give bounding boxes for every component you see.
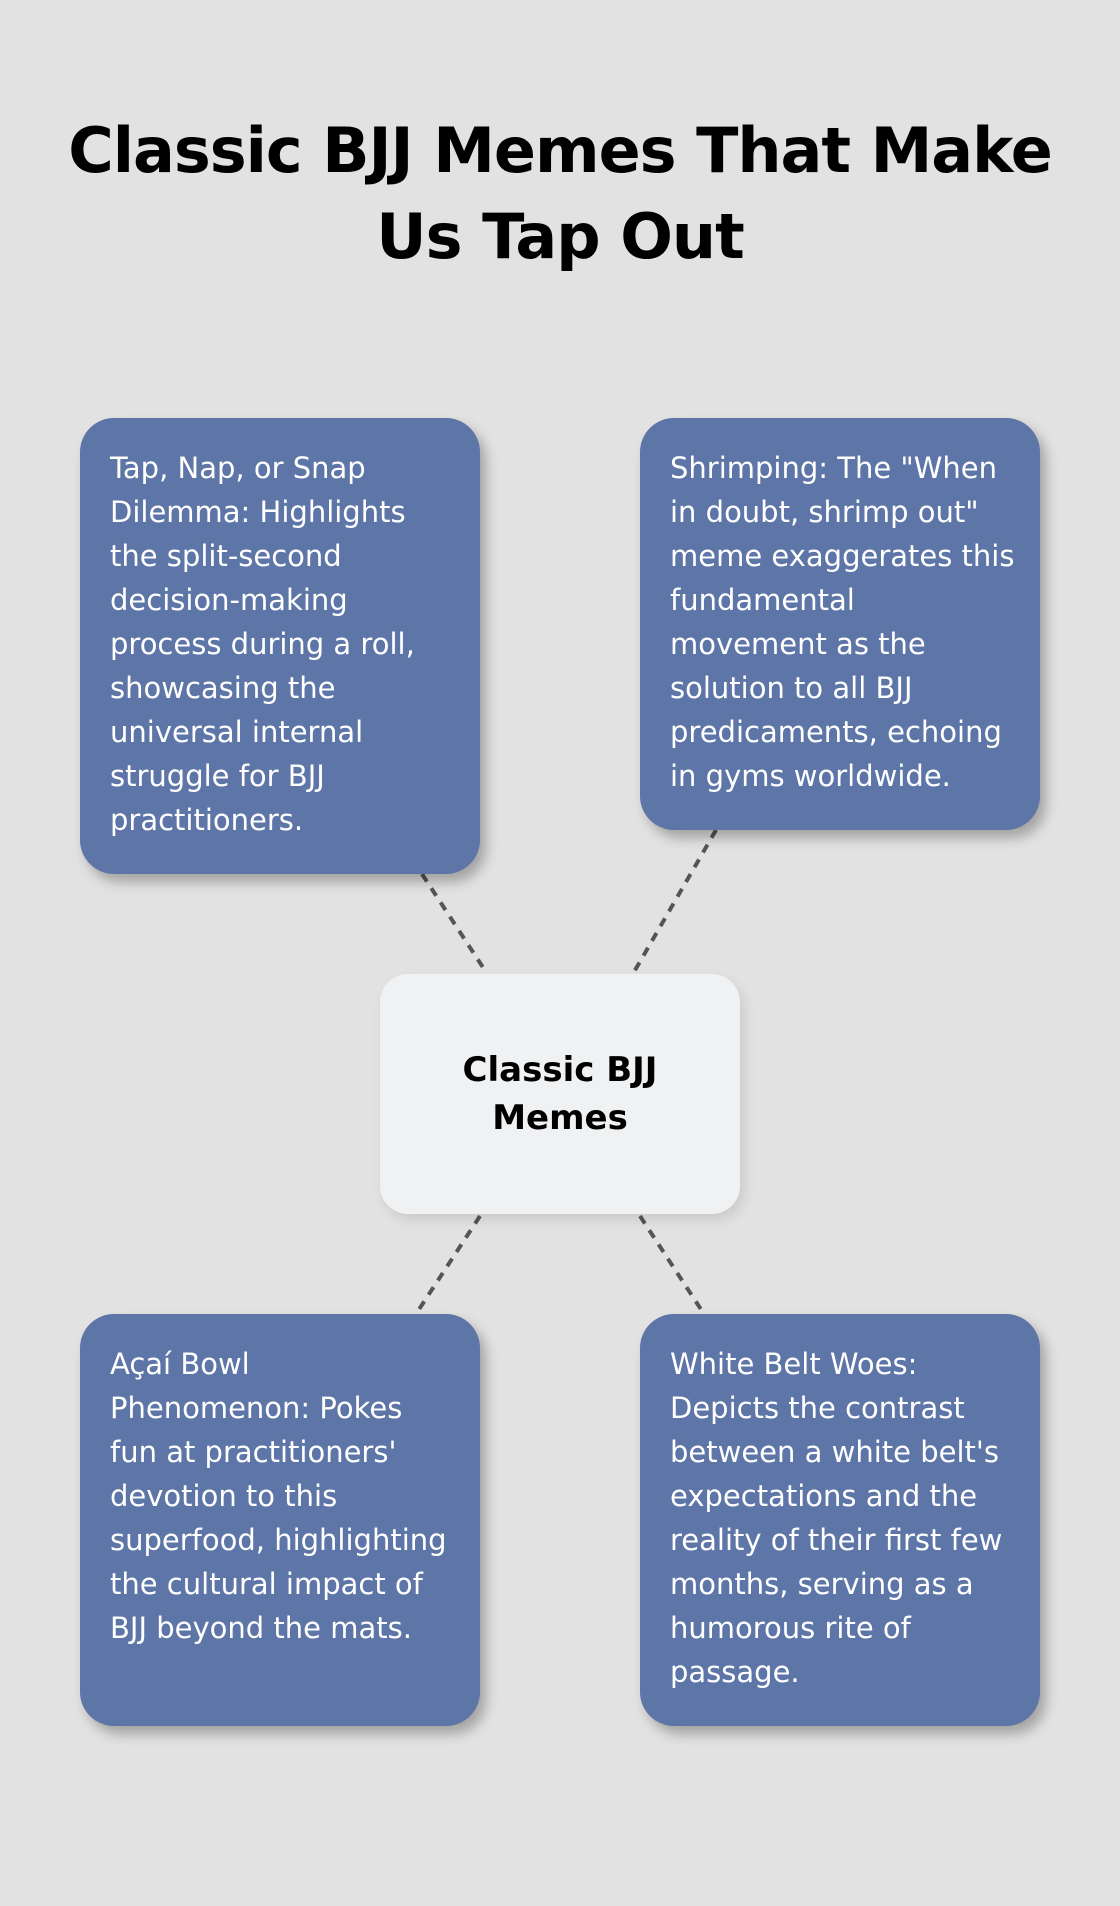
meme-card-text: Tap, Nap, or Snap Dilemma: Highlights th… bbox=[110, 451, 415, 837]
page-title: Classic BJJ Memes That Make Us Tap Out bbox=[68, 114, 1053, 273]
central-topic-node: Classic BJJ Memes bbox=[380, 974, 740, 1214]
meme-card-text: Açaí Bowl Phenomenon: Pokes fun at pract… bbox=[110, 1347, 447, 1645]
meme-card-text: Shrimping: The "When in doubt, shrimp ou… bbox=[670, 451, 1015, 793]
connector-line-bottom-left bbox=[414, 1214, 482, 1316]
meme-card-white-belt-woes: White Belt Woes: Depicts the contrast be… bbox=[640, 1314, 1040, 1726]
connector-line-bottom-right bbox=[638, 1214, 706, 1316]
meme-card-shrimping: Shrimping: The "When in doubt, shrimp ou… bbox=[640, 418, 1040, 830]
connector-line-top-right bbox=[632, 828, 718, 974]
meme-card-text: White Belt Woes: Depicts the contrast be… bbox=[670, 1347, 1003, 1689]
central-topic-label: Classic BJJ Memes bbox=[462, 1050, 658, 1138]
meme-card-acai-bowl: Açaí Bowl Phenomenon: Pokes fun at pract… bbox=[80, 1314, 480, 1726]
connector-line-top-left bbox=[420, 872, 488, 974]
meme-card-tap-nap-snap: Tap, Nap, or Snap Dilemma: Highlights th… bbox=[80, 418, 480, 874]
